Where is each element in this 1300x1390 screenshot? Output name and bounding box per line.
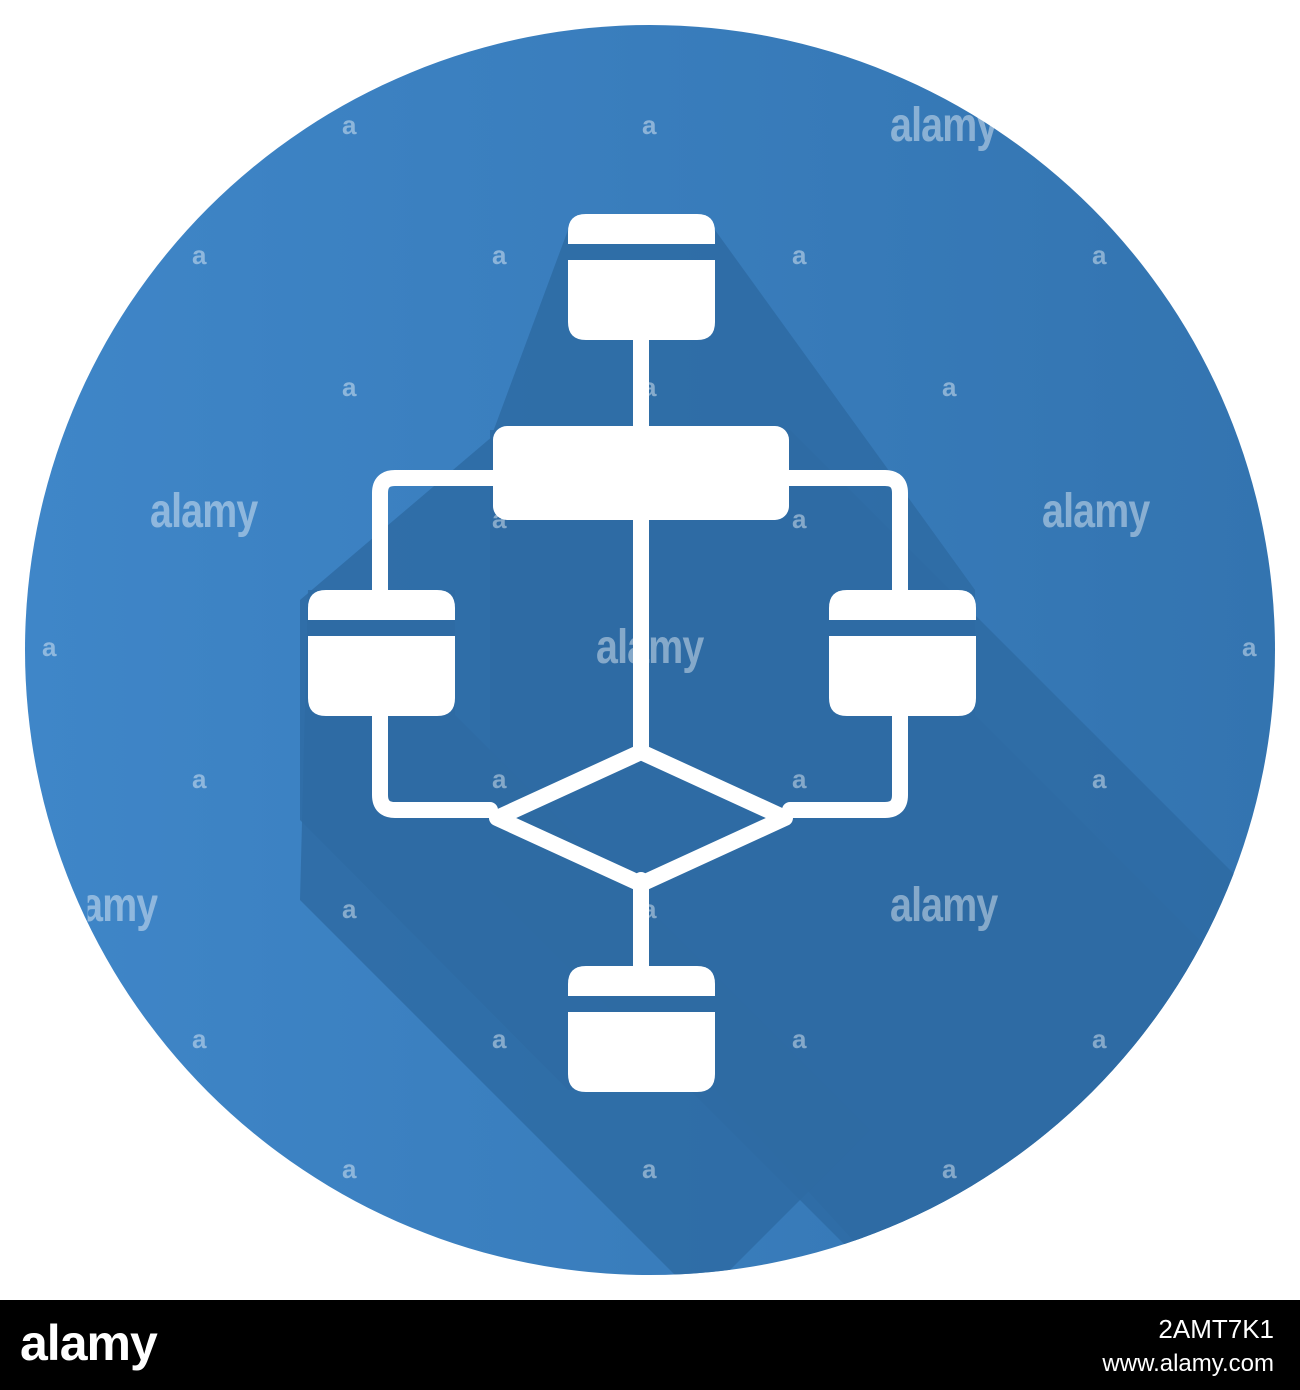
process-box-right [829,590,976,716]
process-box-top [568,214,715,340]
flowchart-glyph [308,214,976,1092]
decision-diamond [489,744,793,892]
process-bar-middle [493,426,789,520]
image-id-label: 2AMT7K1 [1158,1314,1274,1344]
process-box-bottom [568,966,715,1092]
connector-lines [372,332,908,978]
process-box-left [308,590,455,716]
footer-logo: alamy [20,1315,158,1371]
flowchart-icon [25,25,1275,1275]
footer-url: www.alamy.com [1102,1350,1274,1377]
footer-banner: alamy 2AMT7K1 www.alamy.com [0,1300,1300,1390]
